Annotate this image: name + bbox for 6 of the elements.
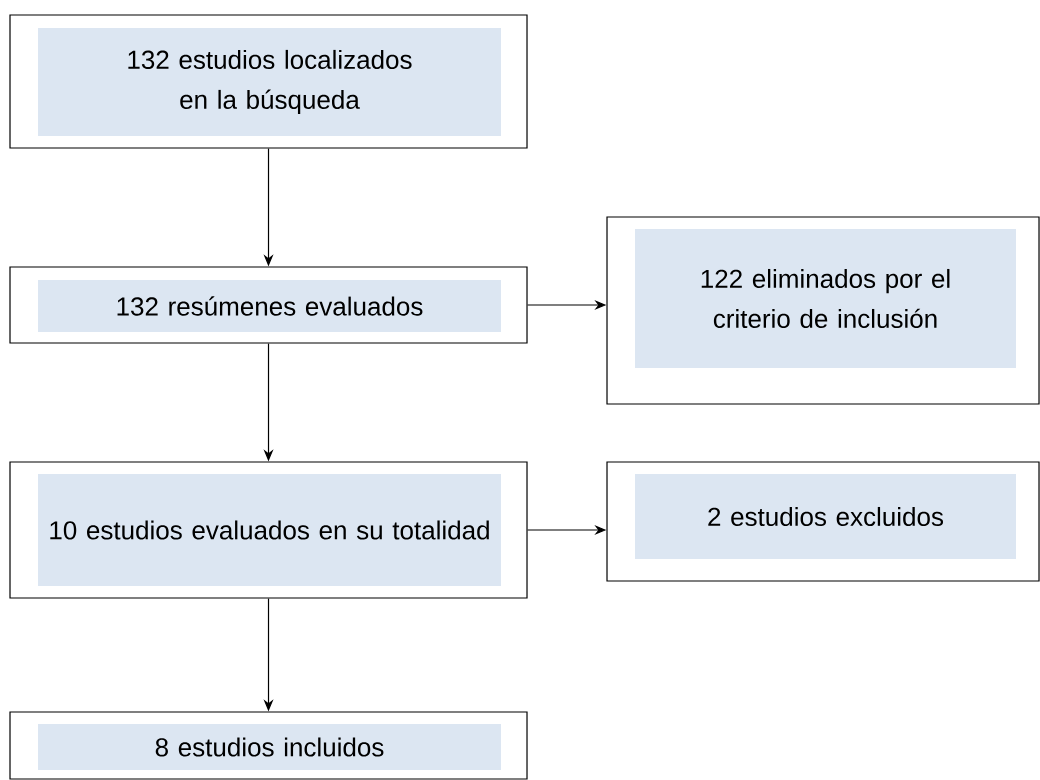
process-box: 2 estudios excluidos xyxy=(606,461,1040,582)
process-box: 10 estudios evaluados en su totalidad xyxy=(9,461,528,599)
process-box: 8 estudios incluidos xyxy=(9,711,528,780)
process-box: 132 estudios localizados en la búsqueda xyxy=(9,14,528,149)
process-box: 122 eliminados por el criterio de inclusión xyxy=(606,216,1040,405)
process-box: 132 resúmenes evaluados xyxy=(9,266,528,344)
